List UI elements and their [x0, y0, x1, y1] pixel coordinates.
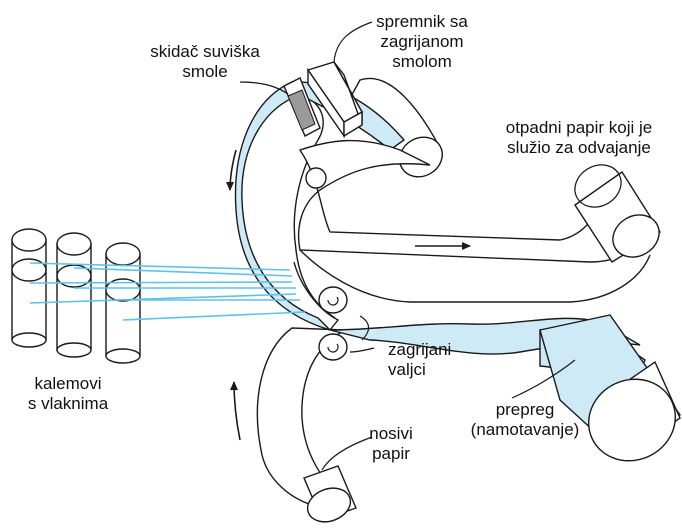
label-excess-resin-scraper: skidač suviška smole [140, 42, 270, 82]
label-line: služio za odvajanje [484, 138, 674, 158]
label-line: kalemovi [8, 374, 128, 394]
prepreg-roll [540, 315, 682, 475]
label-prepreg: prepreg (namotavanje) [460, 400, 590, 440]
label-line: zagrijanom [362, 32, 482, 52]
label-fiber-spools: kalemovi s vlaknima [8, 374, 128, 414]
label-line: nosivi [356, 424, 426, 444]
label-waste-paper: otpadni papir koji je služio za odvajanj… [484, 118, 674, 158]
guide-roller [306, 168, 326, 188]
label-line: valjci [388, 360, 488, 380]
label-line: prepreg [460, 400, 590, 420]
leader-roller-lower [350, 348, 374, 352]
label-line: papir [356, 444, 426, 464]
arrow-up-left [234, 382, 240, 440]
label-carrier-paper: nosivi papir [356, 424, 426, 464]
label-line: zagrijani [388, 340, 488, 360]
spool-3 [106, 243, 140, 363]
label-resin-reservoir: spremnik sa zagrijanom smolom [362, 12, 482, 72]
label-line: skidač suviška [140, 42, 270, 62]
heated-roller-upper [319, 287, 347, 313]
label-line: spremnik sa [362, 12, 482, 32]
label-line: smole [140, 62, 270, 82]
label-line: (namotavanje) [460, 420, 590, 440]
spool-1 [12, 229, 46, 347]
label-line: s vlaknima [8, 394, 128, 414]
label-line: smolom [362, 52, 482, 72]
label-heated-rollers: zagrijani valjci [388, 340, 488, 380]
fiber-spools [12, 229, 140, 363]
spool-2 [57, 233, 91, 357]
heated-roller-lower [319, 334, 347, 360]
label-line: otpadni papir koji je [484, 118, 674, 138]
